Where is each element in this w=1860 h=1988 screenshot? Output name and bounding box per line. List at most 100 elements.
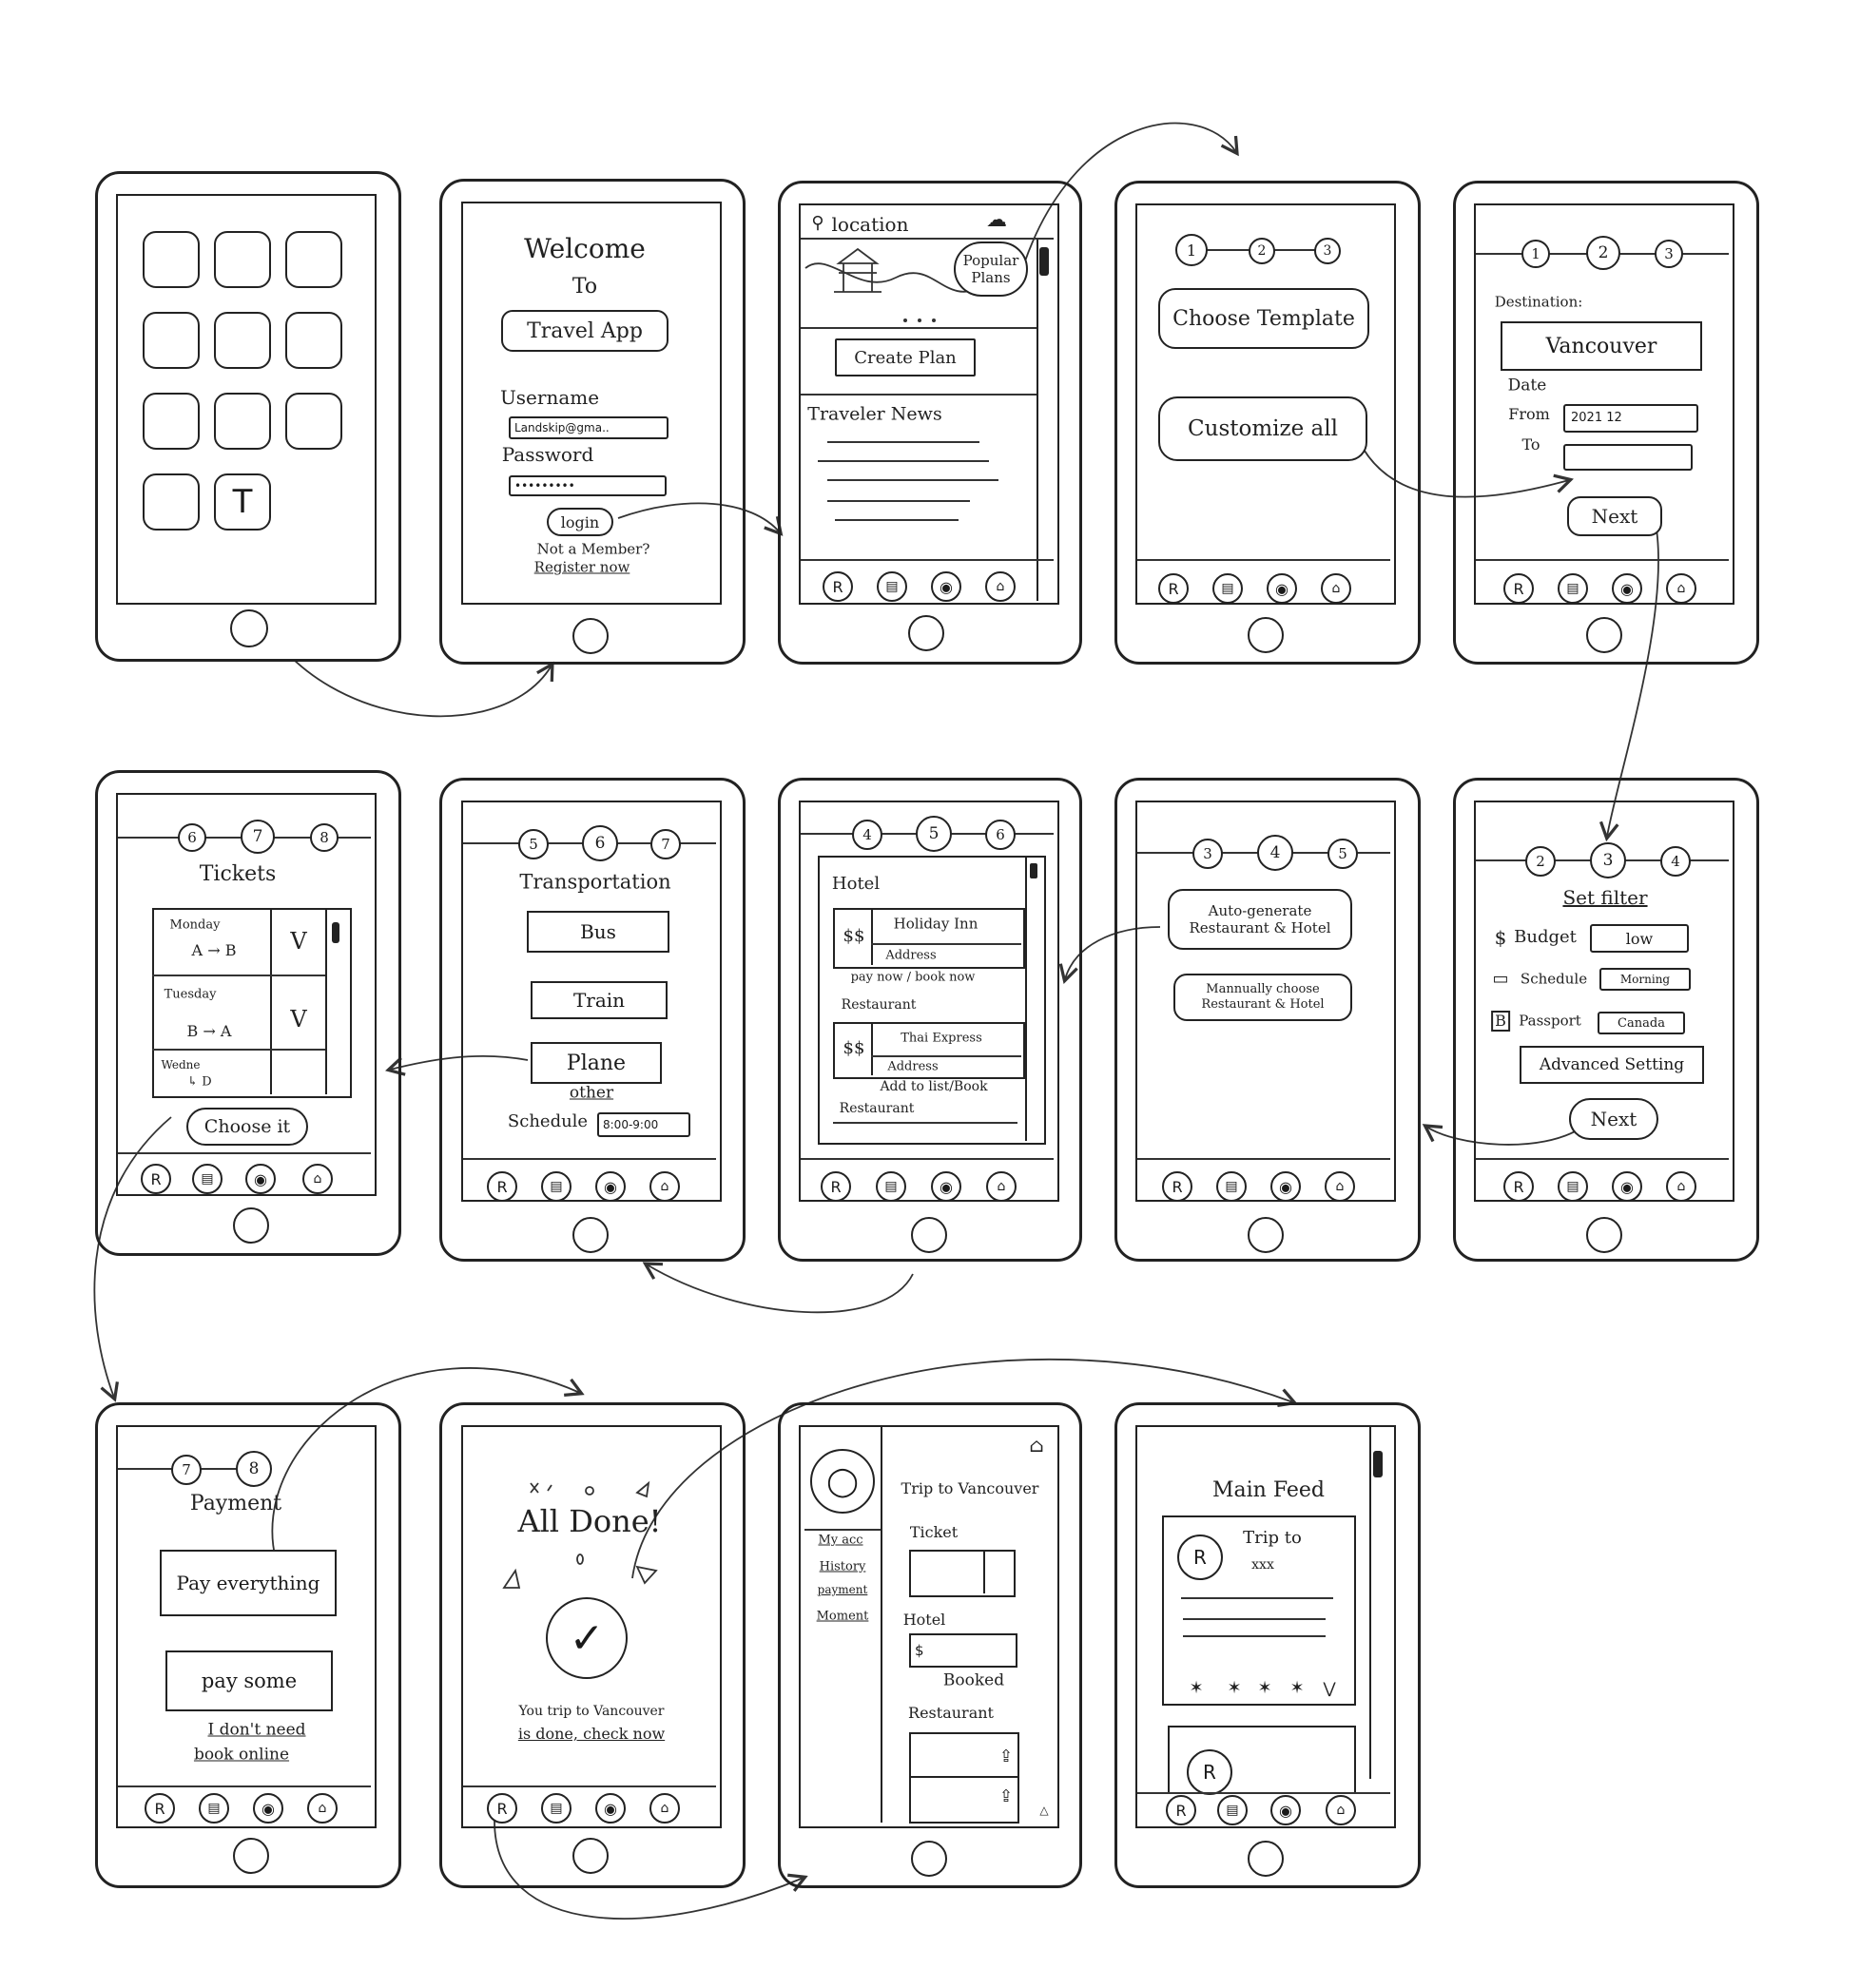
home-button[interactable] (230, 609, 268, 647)
train-option[interactable]: Train (531, 981, 668, 1019)
home-button[interactable] (572, 1217, 609, 1253)
feed-scrollbar[interactable] (1369, 1427, 1390, 1779)
nav-home-icon[interactable]: ⌂ (1321, 573, 1351, 604)
nav-home-icon[interactable]: ⌂ (307, 1793, 338, 1824)
destination-field[interactable]: Vancouver (1501, 321, 1702, 371)
nav-globe-icon[interactable]: ◉ (931, 571, 961, 602)
location-label[interactable]: location (831, 213, 909, 236)
next-button[interactable]: Next (1569, 1098, 1658, 1140)
pay-everything-button[interactable]: Pay everything (160, 1550, 337, 1616)
nav-list-icon[interactable]: ▤ (1216, 1171, 1247, 1202)
home-button[interactable] (233, 1838, 269, 1874)
hotel-card[interactable]: $ (909, 1633, 1017, 1668)
nav-list-icon[interactable]: ▤ (1217, 1795, 1248, 1825)
nav-globe-icon[interactable]: ◉ (245, 1164, 276, 1194)
nav-profile-icon[interactable]: R (821, 1171, 851, 1202)
home-button[interactable] (1586, 1217, 1622, 1253)
menu-payment[interactable]: payment (817, 1583, 868, 1596)
manual-choose-button[interactable]: Mannually choose Restaurant & Hotel (1173, 974, 1352, 1021)
nav-profile-icon[interactable]: R (487, 1171, 517, 1202)
nav-globe-icon[interactable]: ◉ (595, 1793, 626, 1824)
nav-profile-icon[interactable]: R (1503, 1171, 1534, 1202)
feed-scrollbar-thumb[interactable] (1373, 1451, 1383, 1477)
ticket-row-2-check[interactable]: V (290, 1006, 307, 1033)
nav-list-icon[interactable]: ▤ (877, 571, 907, 602)
nav-home-icon[interactable]: ⌂ (649, 1793, 680, 1824)
username-field[interactable]: Landskip@gma.. (509, 416, 668, 439)
profile-home-icon[interactable]: ⌂ (1029, 1434, 1044, 1457)
customize-all-button[interactable]: Customize all (1158, 396, 1367, 461)
restaurant-card[interactable] (833, 1022, 1025, 1079)
nav-profile-icon[interactable]: R (1158, 573, 1189, 604)
nav-profile-icon[interactable]: R (141, 1164, 171, 1194)
nav-home-icon[interactable]: ⌂ (1666, 573, 1696, 604)
nav-home-icon[interactable]: ⌂ (985, 571, 1016, 602)
home-button[interactable] (233, 1207, 269, 1244)
app-icon-3[interactable] (285, 231, 342, 288)
home-button[interactable] (572, 1838, 609, 1874)
bus-option[interactable]: Bus (527, 911, 669, 953)
home-button[interactable] (1248, 1841, 1284, 1877)
app-icon-8[interactable] (214, 393, 271, 450)
nav-list-icon[interactable]: ▤ (192, 1164, 223, 1194)
choose-it-button[interactable]: Choose it (186, 1108, 308, 1146)
nav-home-icon[interactable]: ⌂ (986, 1171, 1017, 1202)
hotel-card[interactable] (833, 908, 1025, 969)
popular-plans-bubble[interactable]: Popular Plans (954, 241, 1028, 297)
nav-home-icon[interactable]: ⌂ (1666, 1171, 1696, 1202)
nav-profile-icon[interactable]: R (1166, 1795, 1196, 1825)
hotel-list-scrollbar[interactable] (1025, 856, 1044, 1141)
auto-generate-button[interactable]: Auto-generate Restaurant & Hotel (1168, 889, 1352, 950)
create-plan-button[interactable]: Create Plan (835, 338, 976, 376)
other-link[interactable]: other (569, 1083, 614, 1103)
schedule-field[interactable]: 8:00-9:00 (597, 1112, 690, 1137)
tickets-scrollbar[interactable] (325, 908, 350, 1094)
menu-my-account[interactable]: My acc (818, 1533, 863, 1548)
home-button[interactable] (908, 615, 944, 651)
to-date-field[interactable] (1563, 444, 1693, 471)
star-icon-3[interactable]: ✶ (1257, 1678, 1272, 1698)
home-button[interactable] (1248, 617, 1284, 653)
nav-globe-icon[interactable]: ◉ (595, 1171, 626, 1202)
home-button[interactable] (911, 1217, 947, 1253)
add-to-list-link[interactable]: Add to list/Book (880, 1079, 988, 1094)
passport-field[interactable]: Canada (1598, 1012, 1685, 1034)
nav-list-icon[interactable]: ▤ (1558, 573, 1588, 604)
app-icon-5[interactable] (214, 312, 271, 369)
nav-globe-icon[interactable]: ◉ (1612, 573, 1642, 604)
restaurant-card-2[interactable] (909, 1776, 1019, 1824)
pay-now-link[interactable]: pay now / book now (850, 970, 976, 985)
nav-profile-icon[interactable]: R (145, 1793, 175, 1824)
scroll-up-icon[interactable]: △ (1039, 1804, 1049, 1817)
nav-list-icon[interactable]: ▤ (876, 1171, 906, 1202)
star-icon-2[interactable]: ✶ (1227, 1678, 1242, 1698)
no-need-link-line2[interactable]: book online (193, 1745, 290, 1765)
nav-globe-icon[interactable]: ◉ (1270, 1795, 1301, 1825)
pay-some-button[interactable]: pay some (165, 1650, 333, 1711)
nav-list-icon[interactable]: ▤ (541, 1793, 572, 1824)
star-icon-4[interactable]: ✶ (1289, 1678, 1305, 1698)
nav-home-icon[interactable]: ⌂ (1325, 1171, 1355, 1202)
menu-moment[interactable]: Moment (816, 1609, 869, 1624)
hotel-list-scroll-thumb[interactable] (1030, 863, 1037, 878)
nav-list-icon[interactable]: ▤ (1558, 1171, 1588, 1202)
password-field[interactable]: ••••••••• (509, 475, 667, 496)
nav-list-icon[interactable]: ▤ (541, 1171, 572, 1202)
upload-icon-2[interactable]: ⇪ (998, 1786, 1014, 1806)
app-icon-6[interactable] (285, 312, 342, 369)
app-icon-2[interactable] (214, 231, 271, 288)
app-icon-1[interactable] (143, 231, 200, 288)
home-button[interactable] (911, 1841, 947, 1877)
nav-home-icon[interactable]: ⌂ (649, 1171, 680, 1202)
scrollbar-thumb[interactable] (1039, 247, 1049, 276)
login-button[interactable]: login (547, 508, 613, 536)
nav-home-icon[interactable]: ⌂ (302, 1164, 333, 1194)
done-message-line2[interactable]: is done, check now (517, 1725, 666, 1743)
travel-app-icon[interactable]: T (214, 473, 271, 531)
nav-profile-icon[interactable]: R (1503, 573, 1534, 604)
no-need-link-line1[interactable]: I don't need (207, 1720, 306, 1740)
profile-avatar-icon[interactable]: ◯ (810, 1449, 875, 1514)
nav-globe-icon[interactable]: ◉ (1270, 1171, 1301, 1202)
plane-option[interactable]: Plane (531, 1042, 662, 1084)
tickets-scrollbar-thumb[interactable] (332, 922, 339, 943)
